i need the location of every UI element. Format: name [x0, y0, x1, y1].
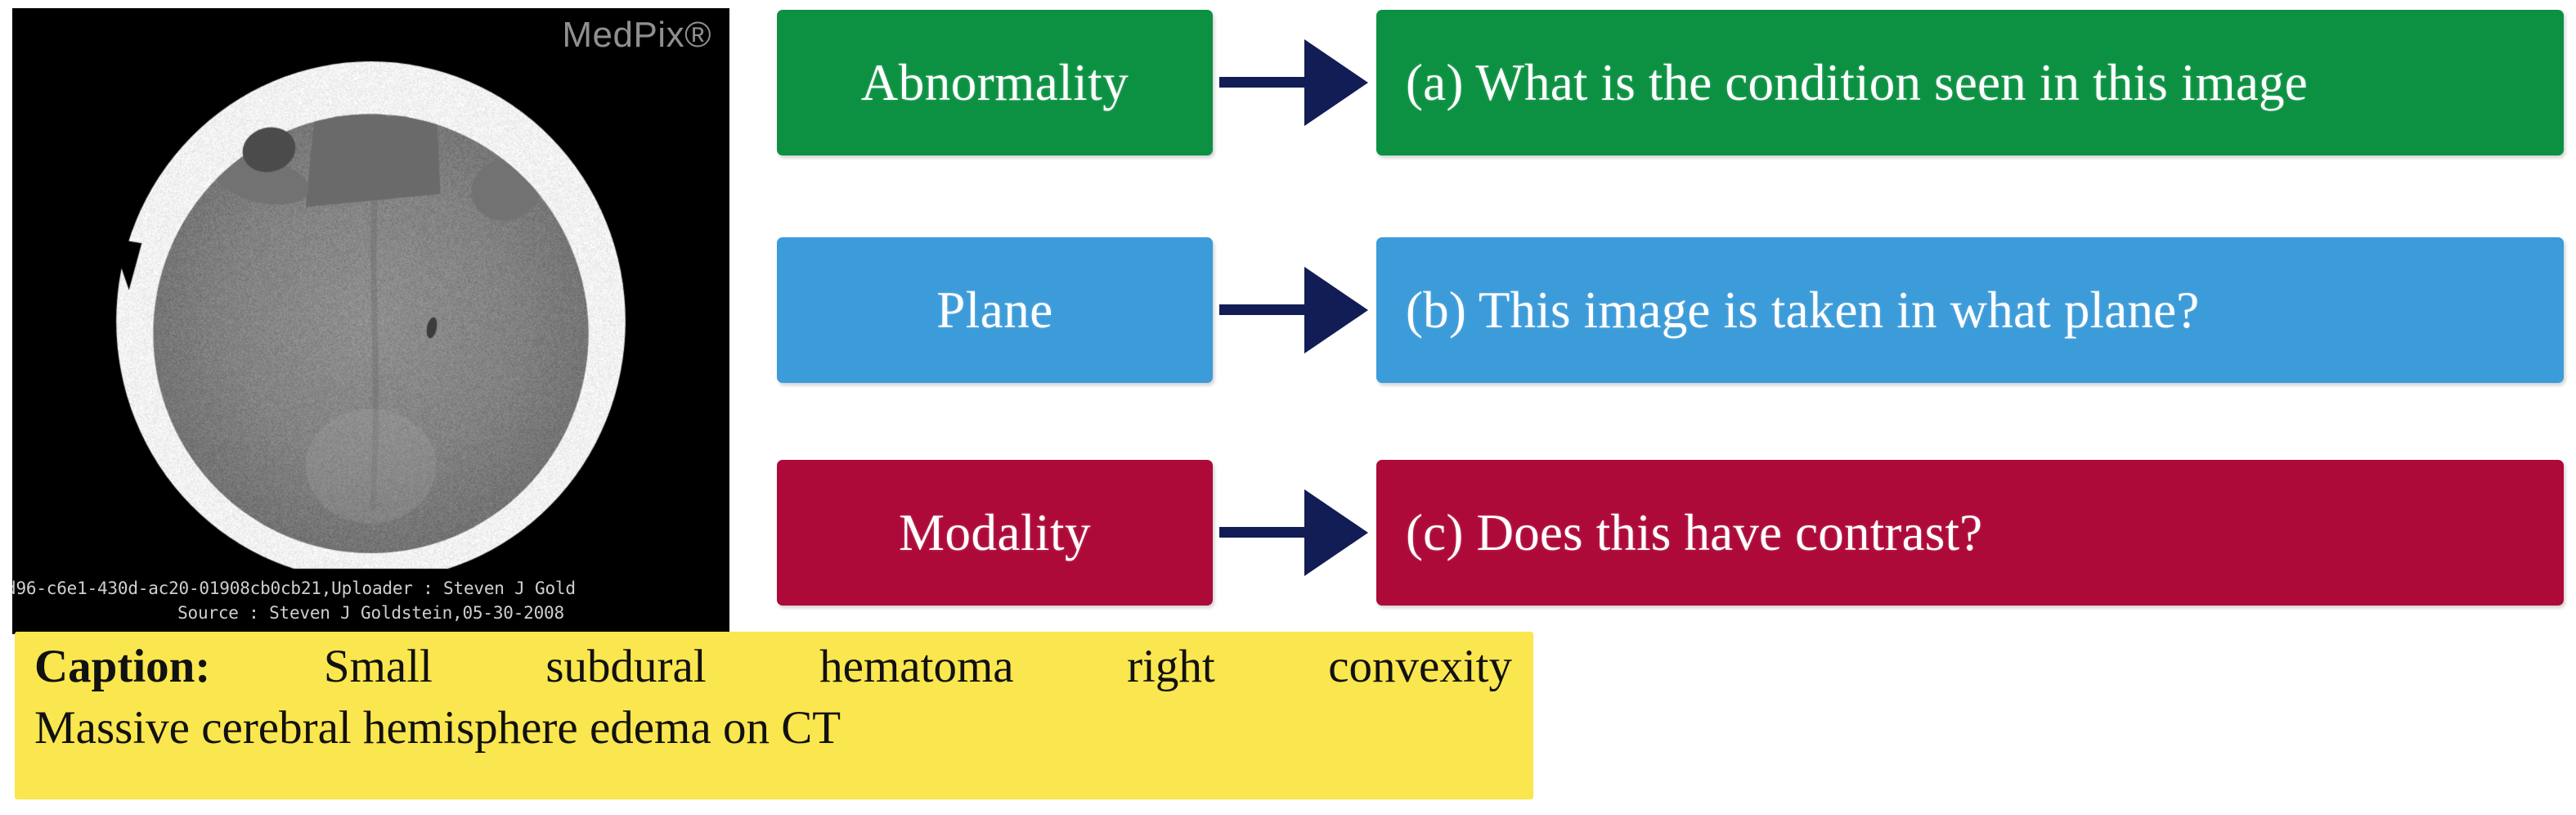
- arrow-head: [1304, 267, 1368, 353]
- arrow-head: [1304, 489, 1368, 576]
- tag-label-plane: Plane: [936, 285, 1052, 336]
- tag-label-modality: Modality: [899, 507, 1091, 559]
- arrow-icon-modality: [1213, 460, 1376, 606]
- caption-label: Caption:: [34, 641, 210, 692]
- arrow-icon-abnormality: [1213, 10, 1376, 155]
- flow-row-modality: Modality (c) Does this have contrast?: [0, 460, 2576, 606]
- question-box-plane[interactable]: (b) This image is taken in what plane?: [1376, 237, 2564, 383]
- caption-line-2-text: Massive cerebral hemisphere edema on CT: [34, 705, 1512, 753]
- arrow-shaft: [1219, 304, 1316, 315]
- caption-line-1-text: Small subdural hematoma right convexity: [324, 641, 1512, 692]
- question-text-plane: (b) This image is taken in what plane?: [1376, 285, 2199, 336]
- question-box-modality[interactable]: (c) Does this have contrast?: [1376, 460, 2564, 606]
- caption-box: Caption: Small subdural hematoma right c…: [15, 632, 1533, 799]
- tag-label-abnormality: Abnormality: [861, 57, 1129, 109]
- arrow-head: [1304, 39, 1368, 126]
- flow-row-plane: Plane (b) This image is taken in what pl…: [0, 237, 2576, 383]
- question-text-abnormality: (a) What is the condition seen in this i…: [1376, 57, 2308, 109]
- arrow-icon-plane: [1213, 237, 1376, 383]
- tag-box-modality[interactable]: Modality: [777, 460, 1213, 606]
- caption-line-1: Caption: Small subdural hematoma right c…: [34, 643, 1512, 691]
- tag-box-abnormality[interactable]: Abnormality: [777, 10, 1213, 155]
- arrow-shaft: [1219, 527, 1316, 538]
- tag-box-plane[interactable]: Plane: [777, 237, 1213, 383]
- flow-row-abnormality: Abnormality (a) What is the condition se…: [0, 10, 2576, 155]
- ct-overlay-source-text: Source : Steven J Goldstein,05-30-2008: [12, 603, 729, 623]
- question-text-modality: (c) Does this have contrast?: [1376, 507, 1982, 559]
- arrow-shaft: [1219, 77, 1316, 88]
- question-box-abnormality[interactable]: (a) What is the condition seen in this i…: [1376, 10, 2564, 155]
